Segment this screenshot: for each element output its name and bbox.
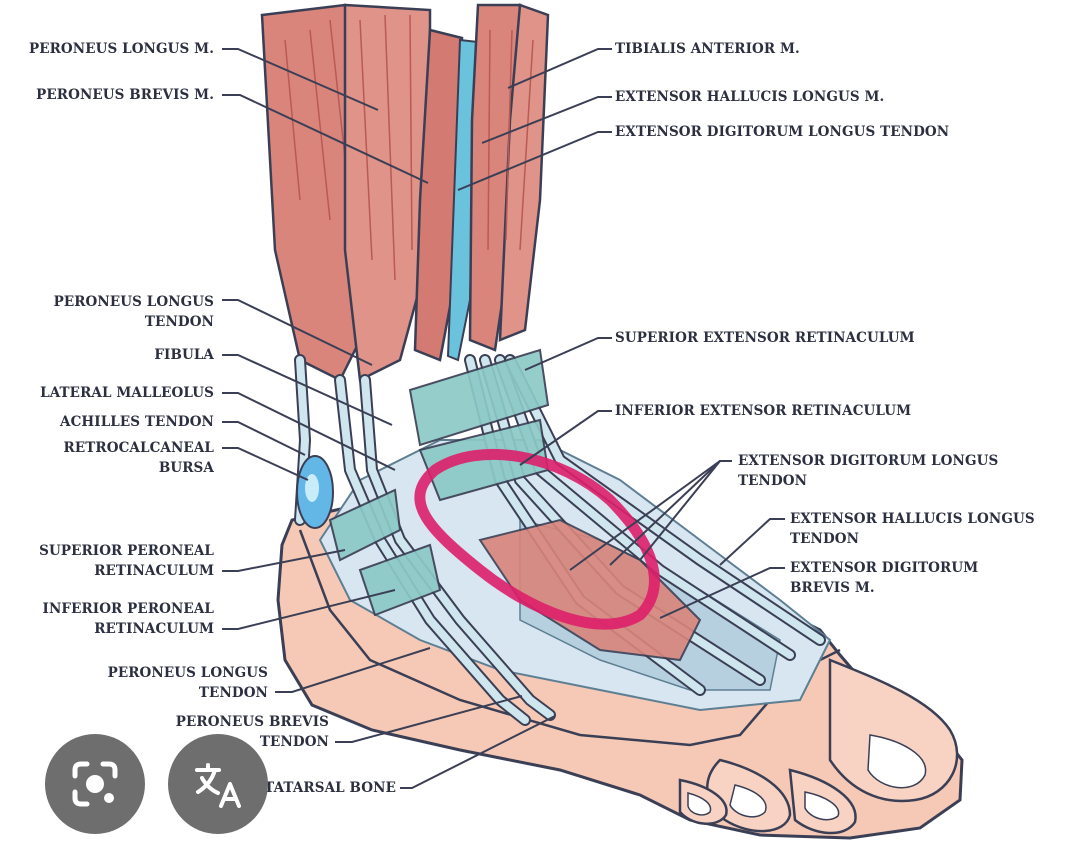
label-line: EXTENSOR DIGITORUM LONGUS: [738, 453, 999, 469]
label-achilles-tendon: ACHILLES TENDON: [60, 414, 214, 430]
label-line: RETROCALCANEAL: [63, 440, 214, 456]
label-superior-peroneal-retinaculum: SUPERIOR PERONEAL RETINACULUM: [39, 541, 214, 581]
label-line: TENDON: [259, 734, 329, 750]
label-peroneus-brevis-tendon: PERONEUS BREVIS TENDON: [176, 712, 329, 752]
label-peroneus-longus-tendon-lower: PERONEUS LONGUS TENDON: [108, 663, 268, 703]
translate-icon: [195, 763, 241, 808]
label-line: PERONEUS LONGUS: [107, 665, 268, 681]
label-line: TENDON: [198, 685, 268, 701]
label-inferior-peroneal-retinaculum: INFERIOR PERONEAL RETINACULUM: [43, 599, 214, 639]
label-line: TENDON: [790, 531, 860, 547]
translate-button[interactable]: [168, 734, 268, 834]
label-tibialis-anterior-m: TIBIALIS ANTERIOR M.: [615, 41, 800, 57]
label-line: TENDON: [144, 314, 214, 330]
inferior-peroneal-retinaculum: [358, 543, 442, 617]
label-line: BURSA: [158, 460, 214, 476]
label-line: BREVIS M.: [790, 580, 875, 596]
label-extensor-hallucis-longus-tendon: EXTENSOR HALLUCIS LONGUS TENDON: [790, 509, 1035, 549]
label-extensor-digitorum-longus-tendon-top: EXTENSOR DIGITORUM LONGUS TENDON: [615, 124, 950, 140]
highlight-circle: [414, 448, 660, 630]
lens-search-button[interactable]: [45, 734, 145, 834]
label-lateral-malleolus: LATERAL MALLEOLUS: [40, 385, 214, 401]
label-peroneus-longus-tendon-upper: PERONEUS LONGUS TENDON: [54, 292, 214, 332]
peroneus-brevis-muscle: [343, 3, 432, 382]
lens-camera-icon: [72, 761, 118, 807]
label-line: EXTENSOR DIGITORUM: [790, 560, 979, 576]
leader-lines: [222, 48, 785, 789]
superior-extensor-retinaculum: [408, 348, 550, 447]
label-metatarsal-bone: METATARSAL BONE: [238, 780, 396, 796]
label-line: INFERIOR PERONEAL: [42, 601, 214, 617]
label-line: EXTENSOR HALLUCIS LONGUS: [790, 511, 1035, 527]
retinacula: [328, 348, 550, 617]
superior-peroneal-retinaculum: [328, 488, 402, 562]
label-inferior-extensor-retinaculum: INFERIOR EXTENSOR RETINACULUM: [615, 403, 912, 419]
label-line: RETINACULUM: [94, 621, 214, 637]
leg-muscles: [260, 3, 550, 382]
label-peroneus-brevis-m: PERONEUS BREVIS M.: [36, 87, 214, 103]
label-superior-extensor-retinaculum: SUPERIOR EXTENSOR RETINACULUM: [615, 330, 915, 346]
label-peroneus-longus-m: PERONEUS LONGUS M.: [28, 41, 214, 57]
label-line: TENDON: [738, 473, 808, 489]
label-extensor-digitorum-longus-tendon: EXTENSOR DIGITORUM LONGUS TENDON: [738, 451, 998, 491]
label-extensor-digitorum-brevis-m: EXTENSOR DIGITORUM BREVIS M.: [790, 558, 978, 598]
label-retrocalcaneal-bursa: RETROCALCANEAL BURSA: [64, 438, 214, 478]
label-fibula: FIBULA: [154, 347, 214, 363]
label-extensor-hallucis-longus-m: EXTENSOR HALLUCIS LONGUS M.: [615, 89, 885, 105]
label-line: PERONEUS BREVIS: [175, 714, 329, 730]
label-line: PERONEUS LONGUS: [53, 294, 214, 310]
label-line: SUPERIOR PERONEAL: [39, 543, 214, 559]
label-line: RETINACULUM: [94, 563, 214, 579]
